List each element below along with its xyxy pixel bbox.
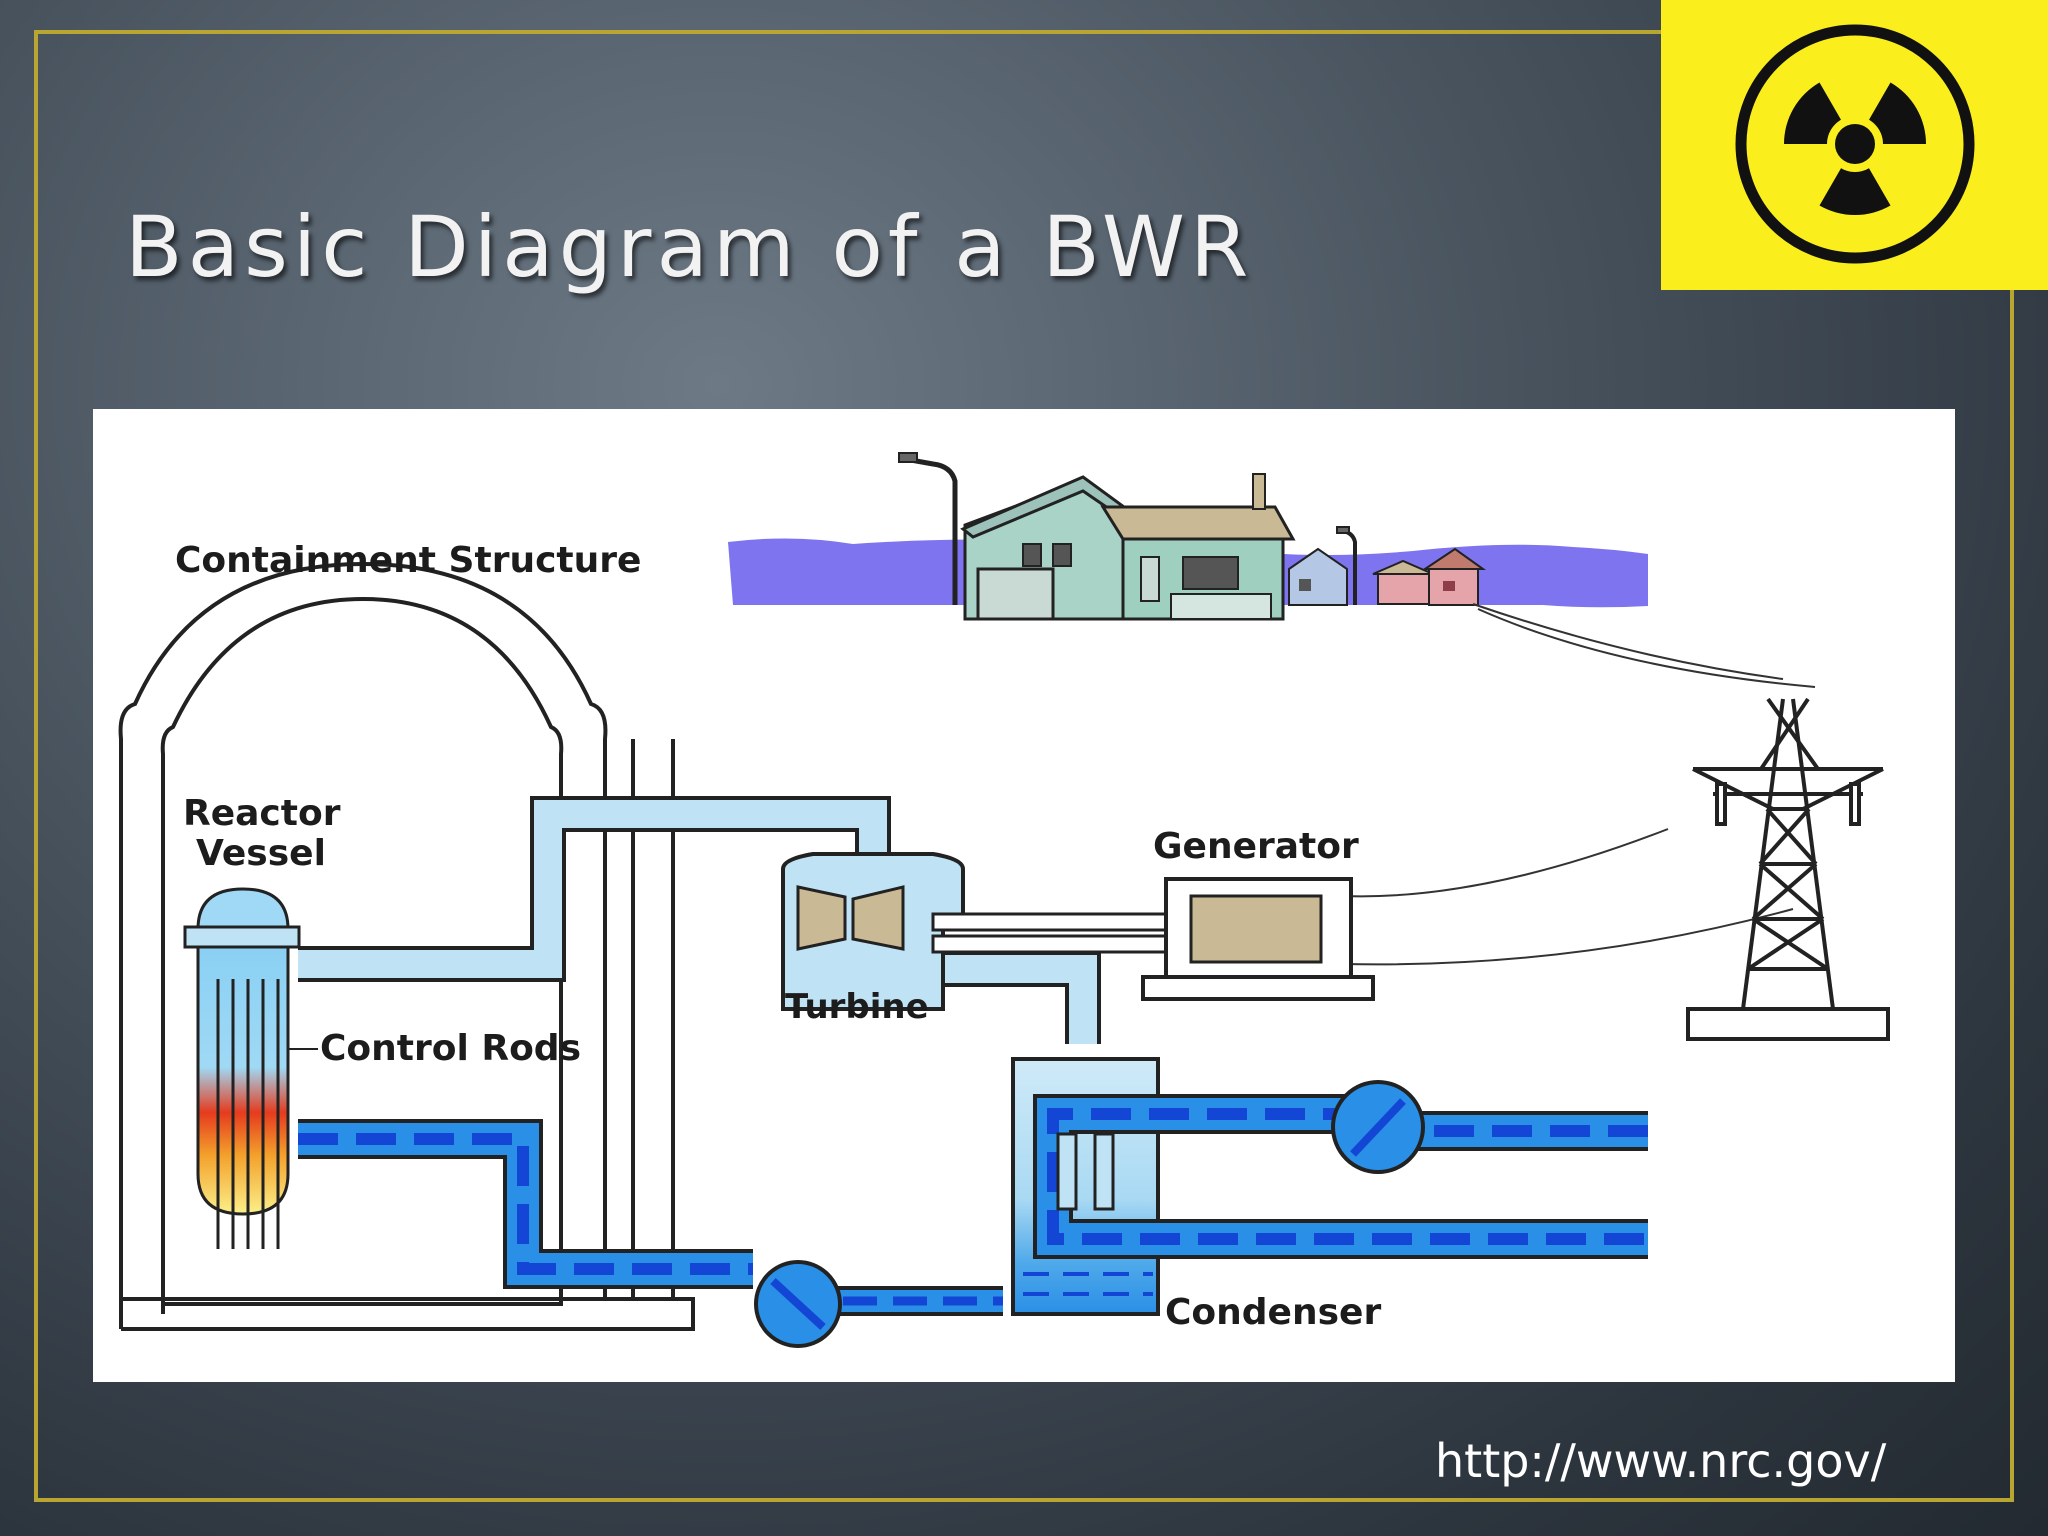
label-reactor-vessel-line1: Reactor bbox=[183, 793, 341, 834]
containment-structure bbox=[118, 561, 695, 1331]
bwr-diagram: Containment Structure Reactor Vessel Con… bbox=[93, 409, 1955, 1382]
reactor-vessel bbox=[183, 887, 318, 1249]
label-containment-structure: Containment Structure bbox=[175, 540, 642, 581]
label-reactor-vessel-line2: Vessel bbox=[196, 833, 326, 874]
generator bbox=[1141, 877, 1375, 1001]
bwr-diagram-illustration bbox=[118, 452, 1890, 1348]
town-skyline bbox=[728, 452, 1648, 621]
label-condenser: Condenser bbox=[1165, 1292, 1382, 1333]
radiation-badge bbox=[1661, 0, 2048, 290]
source-url[interactable]: http://www.nrc.gov/ bbox=[1435, 1434, 1887, 1488]
radiation-hazard-icon bbox=[1735, 24, 1975, 264]
cooling-water-loop bbox=[1033, 1080, 1648, 1259]
feedwater-piping bbox=[298, 1119, 1003, 1348]
slide-title: Basic Diagram of a BWR bbox=[125, 198, 1254, 296]
label-turbine: Turbine bbox=[785, 987, 929, 1027]
label-control-rods: Control Rods bbox=[320, 1028, 581, 1069]
transmission-tower bbox=[1686, 697, 1890, 1041]
steam-piping bbox=[298, 796, 1101, 1044]
power-lines bbox=[1342, 603, 1816, 966]
label-generator: Generator bbox=[1153, 826, 1359, 867]
slide-frame bbox=[34, 30, 2014, 1502]
